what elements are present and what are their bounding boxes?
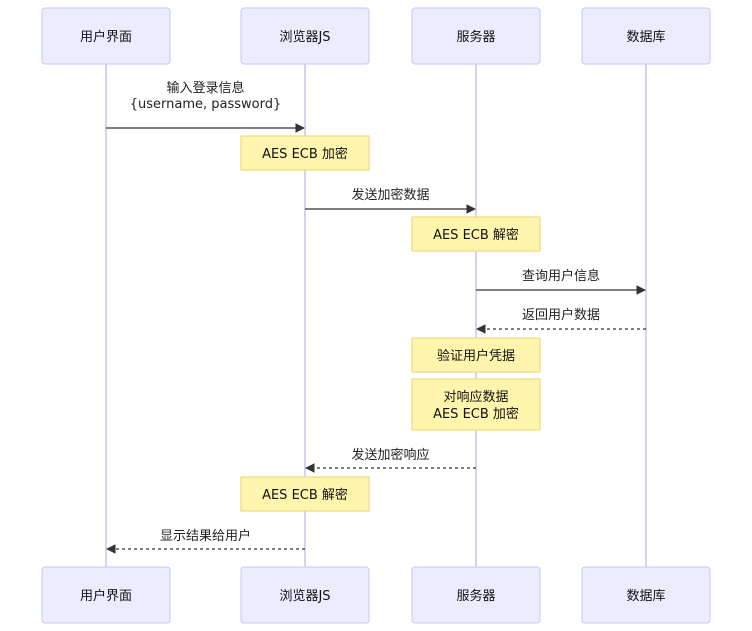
message: 发送加密数据 xyxy=(305,187,476,214)
message-label: 显示结果给用户 xyxy=(160,528,251,544)
note-box xyxy=(411,216,541,252)
note-text: AES ECB 解密 xyxy=(262,487,348,503)
actor-db-top: 数据库 xyxy=(581,7,711,65)
message: 显示结果给用户 xyxy=(106,528,305,554)
actor-label: 用户界面 xyxy=(80,29,132,45)
note-text: AES ECB 解密 xyxy=(433,227,519,243)
actor-server-top: 服务器 xyxy=(411,7,541,65)
actor-label: 数据库 xyxy=(626,588,665,604)
actor-label: 浏览器JS xyxy=(279,29,330,45)
note-box xyxy=(411,378,541,431)
note: AES ECB 解密 xyxy=(240,476,370,512)
actor-label: 用户界面 xyxy=(80,588,132,604)
message-label: {username, password} xyxy=(130,97,282,112)
note-text: 验证用户凭据 xyxy=(437,348,515,364)
note: AES ECB 加密 xyxy=(240,135,370,171)
note-box xyxy=(240,476,370,512)
actor-js-bottom: 浏览器JS xyxy=(240,566,370,624)
message: 发送加密响应 xyxy=(305,447,476,473)
actor-ui-top: 用户界面 xyxy=(41,7,171,65)
actor-box xyxy=(581,566,711,624)
note: AES ECB 解密 xyxy=(411,216,541,252)
actor-label: 服务器 xyxy=(456,588,495,604)
message-label: 发送加密响应 xyxy=(351,447,429,463)
actor-box xyxy=(411,566,541,624)
note-box xyxy=(240,135,370,171)
actor-box xyxy=(581,7,711,65)
message-label: 输入登录信息 xyxy=(166,80,244,96)
actor-box xyxy=(41,7,171,65)
actor-box xyxy=(411,7,541,65)
actor-box xyxy=(240,7,370,65)
actor-label: 服务器 xyxy=(456,29,495,45)
message: 返回用户数据 xyxy=(476,307,646,334)
message: 查询用户信息 xyxy=(476,268,646,295)
actor-js-top: 浏览器JS xyxy=(240,7,370,65)
message-label: 发送加密数据 xyxy=(351,187,429,203)
note-text: AES ECB 加密 xyxy=(433,406,519,422)
actor-label: 浏览器JS xyxy=(279,588,330,604)
actor-db-bottom: 数据库 xyxy=(581,566,711,624)
message-label: 查询用户信息 xyxy=(522,268,600,284)
actor-box xyxy=(240,566,370,624)
note-box xyxy=(411,337,541,373)
note-text: 对响应数据 xyxy=(443,389,508,405)
actor-ui-bottom: 用户界面 xyxy=(41,566,171,624)
actor-box xyxy=(41,566,171,624)
actor-label: 数据库 xyxy=(626,29,665,45)
actor-server-bottom: 服务器 xyxy=(411,566,541,624)
note: 验证用户凭据 xyxy=(411,337,541,373)
message-label: 返回用户数据 xyxy=(522,307,600,323)
note-text: AES ECB 加密 xyxy=(262,146,348,162)
message: 输入登录信息{username, password} xyxy=(106,80,305,133)
